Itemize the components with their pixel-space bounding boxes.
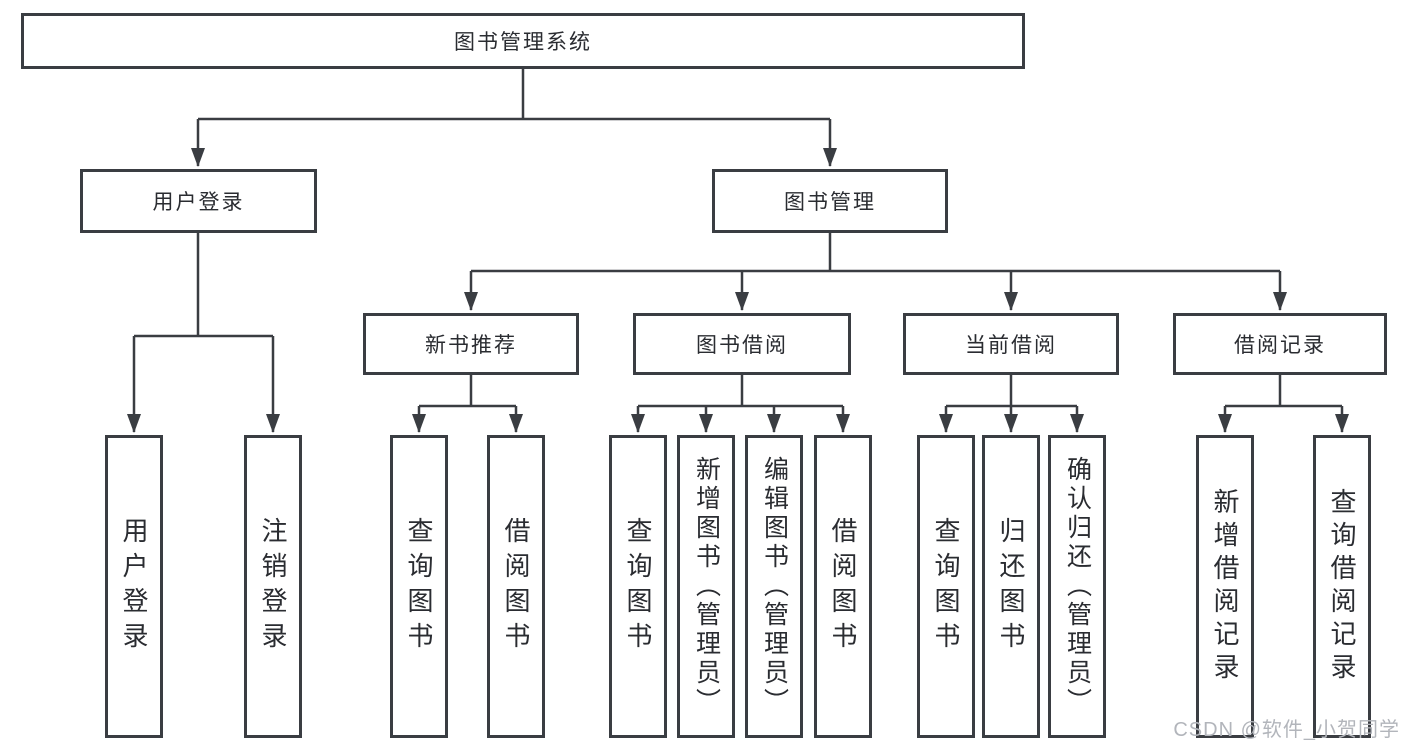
node-current-borrowing-label: 当前借阅: [965, 334, 1057, 357]
leaf-add-borrow-record: 新增借阅记录: [1196, 435, 1254, 738]
node-new-book-recommend-label: 新书推荐: [425, 334, 517, 357]
leaf-confirm-return-admin: 确认归还（管理员）: [1048, 435, 1106, 738]
leaf-logout-login-label: 注销登录: [258, 516, 288, 657]
node-user-login: 用户登录: [80, 169, 317, 233]
leaf-query-books-current-label: 查询图书: [931, 516, 961, 657]
leaf-add-books-admin-label: 新增图书（管理员）: [692, 456, 721, 717]
node-borrow-records-label: 借阅记录: [1234, 334, 1326, 357]
csdn-watermark: CSDN @软件_小贺同学: [1173, 719, 1400, 741]
node-user-login-label: 用户登录: [152, 191, 245, 214]
node-new-book-recommend: 新书推荐: [363, 313, 579, 375]
leaf-query-books-borrowing: 查询图书: [609, 435, 667, 738]
leaf-borrow-books: 借阅图书: [814, 435, 872, 738]
node-borrow-records: 借阅记录: [1173, 313, 1387, 375]
node-library-management-system-label: 图书管理系统: [454, 31, 592, 54]
leaf-query-books-borrowing-label: 查询图书: [623, 516, 653, 657]
leaf-query-borrow-record-label: 查询借阅记录: [1327, 487, 1357, 686]
leaf-query-books-recommend-label: 查询图书: [404, 516, 434, 657]
leaf-query-books-current: 查询图书: [917, 435, 975, 738]
leaf-return-books-label: 归还图书: [996, 516, 1026, 657]
leaf-query-borrow-record: 查询借阅记录: [1313, 435, 1371, 738]
node-book-borrowing-label: 图书借阅: [696, 334, 788, 357]
leaf-add-borrow-record-label: 新增借阅记录: [1210, 487, 1240, 686]
leaf-borrow-books-recommend: 借阅图书: [487, 435, 545, 738]
leaf-return-books: 归还图书: [982, 435, 1040, 738]
leaf-confirm-return-admin-label: 确认归还（管理员）: [1063, 456, 1092, 717]
leaf-edit-books-admin-label: 编辑图书（管理员）: [760, 456, 789, 717]
leaf-edit-books-admin: 编辑图书（管理员）: [745, 435, 803, 738]
leaf-add-books-admin: 新增图书（管理员）: [677, 435, 735, 738]
node-book-management-label: 图书管理: [784, 191, 876, 214]
node-book-borrowing: 图书借阅: [633, 313, 851, 375]
node-book-management: 图书管理: [712, 169, 948, 233]
leaf-borrow-books-recommend-label: 借阅图书: [501, 516, 531, 657]
leaf-user-login: 用户登录: [105, 435, 163, 738]
leaf-logout-login: 注销登录: [244, 435, 302, 738]
node-library-management-system: 图书管理系统: [21, 13, 1025, 69]
node-current-borrowing: 当前借阅: [903, 313, 1119, 375]
leaf-borrow-books-label: 借阅图书: [828, 516, 858, 657]
leaf-user-login-label: 用户登录: [119, 516, 149, 657]
leaf-query-books-recommend: 查询图书: [390, 435, 448, 738]
